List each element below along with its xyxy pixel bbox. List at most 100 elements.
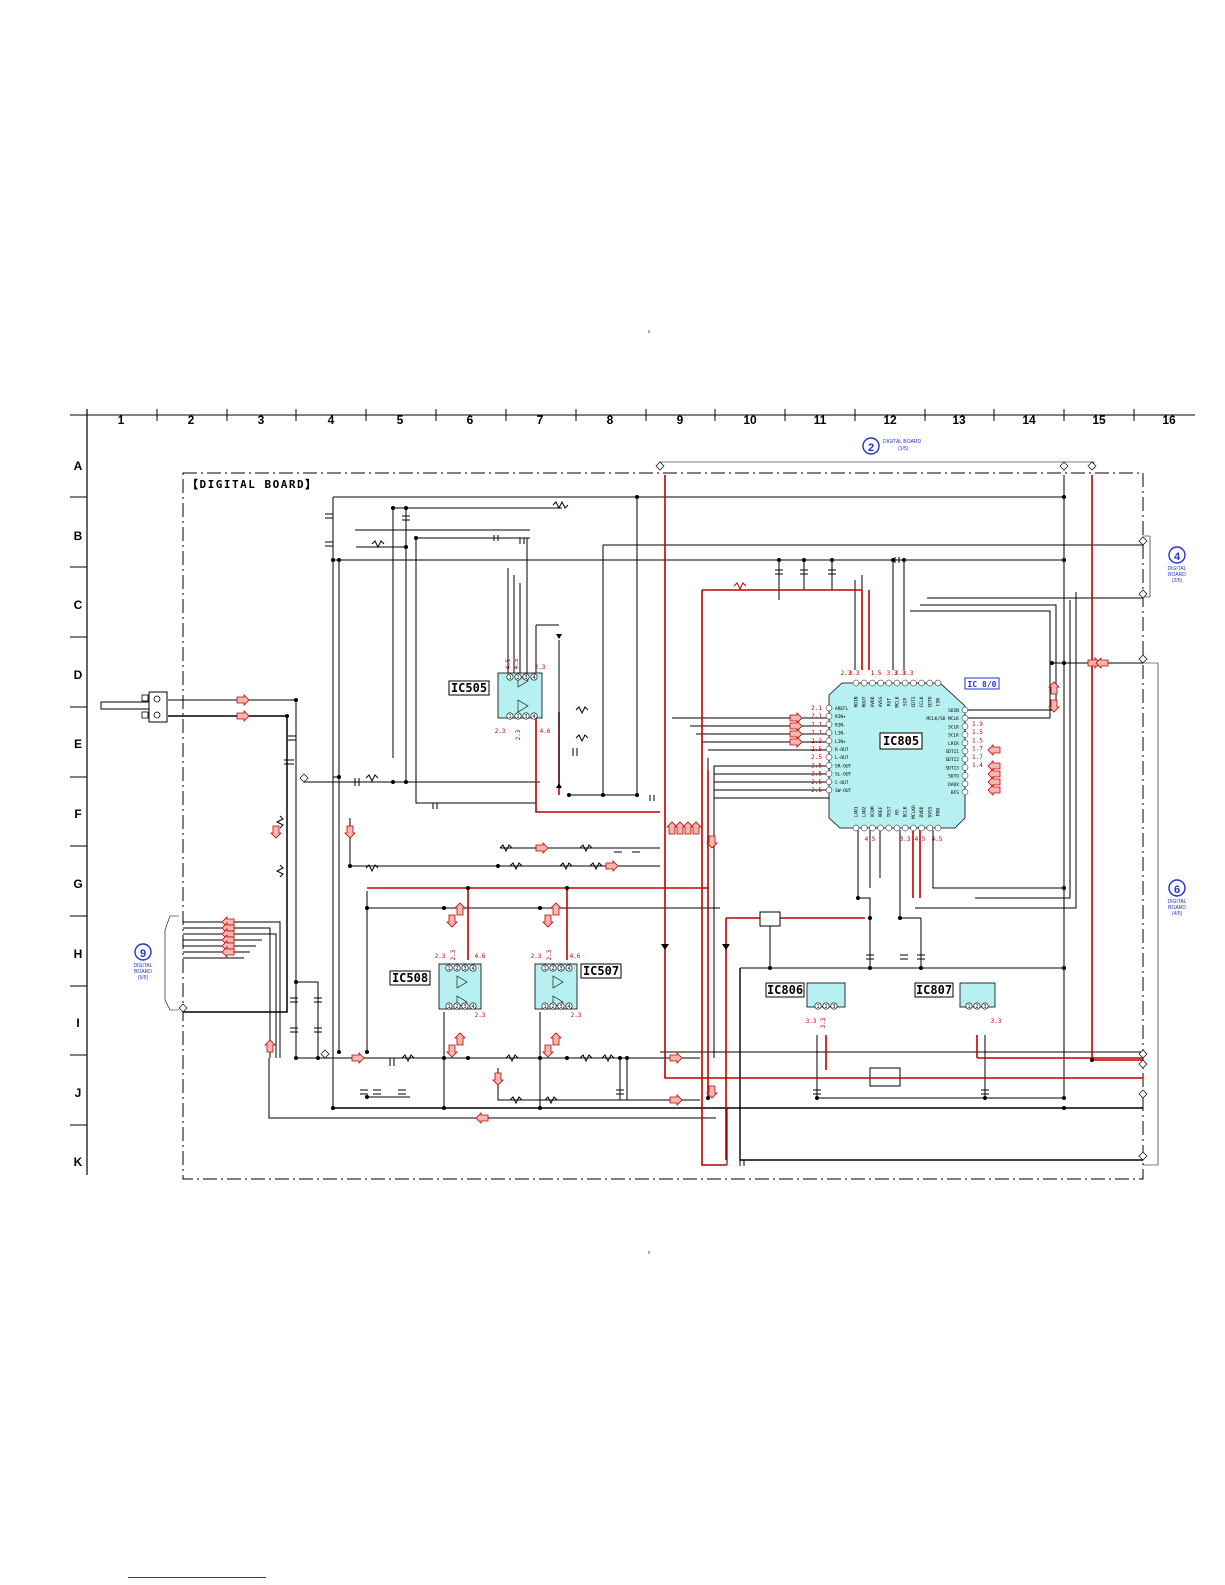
v-ic805-left-7: 2.5 <box>811 762 822 769</box>
svg-text:AVDD: AVDD <box>870 696 876 707</box>
v-ic805-right-5: 1.4 <box>972 762 983 769</box>
svg-text:L-OUT: L-OUT <box>835 755 849 761</box>
svg-text:MCLK/SD MCLK: MCLK/SD MCLK <box>926 716 959 722</box>
svg-text:4: 4 <box>532 714 535 720</box>
grid-row-K: K <box>74 1155 83 1169</box>
svg-text:1: 1 <box>508 714 511 720</box>
grid-col-6: 6 <box>467 413 474 427</box>
ic805-label: IC805 <box>883 734 919 748</box>
v-ic805-left-1: 2.1 <box>811 713 822 720</box>
svg-text:2: 2 <box>975 1004 978 1010</box>
svg-text:4: 4 <box>471 1004 474 1010</box>
grid-col-10: 10 <box>743 413 757 427</box>
connector-6-line1: DIGITAL <box>1167 899 1186 905</box>
svg-text:1: 1 <box>543 966 546 972</box>
svg-text:SR-OUT: SR-OUT <box>835 763 852 769</box>
v-ic805-top-5: 3.3 <box>903 670 914 677</box>
connector-2-line2: (1/5) <box>898 446 909 452</box>
v-ic508-top-2: 4.6 <box>475 953 486 960</box>
grid-row-A: A <box>74 459 83 473</box>
svg-text:4: 4 <box>532 675 535 681</box>
grid-row-I: I <box>76 1016 79 1030</box>
v-ic507-top-2: 4.6 <box>570 953 581 960</box>
v-ic805-bottom-3: 4.5 <box>932 836 943 843</box>
svg-text:DVSS: DVSS <box>927 806 933 817</box>
grid-col-11: 11 <box>814 413 827 427</box>
svg-text:3: 3 <box>463 1004 466 1010</box>
svg-text:3: 3 <box>983 1004 986 1010</box>
connector-6: 6 DIGITAL BOARD (4/5) <box>1167 879 1187 917</box>
junctions <box>285 495 1094 1110</box>
v-ic805-top-0: 2.3 <box>841 670 852 677</box>
grid-row-H: H <box>74 947 83 961</box>
svg-text:SDTO: SDTO <box>948 774 959 780</box>
grid-col-8: 8 <box>607 413 614 427</box>
svg-text:1: 1 <box>508 675 511 681</box>
svg-text:SDTI2: SDTI2 <box>945 757 959 763</box>
grid-row-J: J <box>75 1086 82 1100</box>
svg-text:3: 3 <box>463 966 466 972</box>
svg-text:2: 2 <box>551 966 554 972</box>
passive-components <box>275 500 989 1166</box>
svg-text:CDTO: CDTO <box>927 696 933 707</box>
black-wiring <box>168 475 1143 1165</box>
input-jack <box>100 691 168 723</box>
v-ic805-right-1: 1.5 <box>972 729 983 736</box>
svg-text:SDIN: SDIN <box>948 708 959 714</box>
ic505-label: IC505 <box>451 681 487 695</box>
v-ic507-bot-0: 2.3 <box>571 1012 582 1019</box>
grid-col-7: 7 <box>537 413 544 427</box>
svg-text:RST: RST <box>886 698 892 706</box>
svg-text:2: 2 <box>551 1004 554 1010</box>
svg-text:2: 2 <box>516 675 519 681</box>
svg-text:BCLK: BCLK <box>903 806 909 817</box>
v-ic805-right-2: 1.5 <box>972 737 983 744</box>
svg-text:DVDD: DVDD <box>919 806 925 817</box>
regulator-boxes <box>759 911 781 927</box>
svg-text:CCLK: CCLK <box>919 696 925 707</box>
svg-text:3: 3 <box>524 675 527 681</box>
svg-text:4: 4 <box>1174 551 1181 563</box>
board-outline <box>182 472 1144 1180</box>
svg-text:LAN1: LAN1 <box>854 806 860 817</box>
connector-9-line1: DIGITAL <box>133 963 152 969</box>
svg-text:RIN+: RIN+ <box>835 714 846 720</box>
v-ic805-bottom-2: 4.5 <box>915 836 926 843</box>
v-ic505-bot-0: 2.3 <box>495 728 506 735</box>
grid-col-15: 15 <box>1092 413 1106 427</box>
connector-4-line3: (2/5) <box>1172 578 1183 584</box>
connector-6-line3: (4/5) <box>1172 911 1183 917</box>
v-ic805-bottom-1: 3.3 <box>900 836 911 843</box>
grid-col-5: 5 <box>397 413 404 427</box>
v-ic805-top-1: 3.3 <box>849 670 860 677</box>
connector-4-line2: BOARD <box>1168 572 1186 578</box>
svg-text:VREF: VREF <box>878 806 884 817</box>
ic807: IC807 <box>914 982 996 1008</box>
svg-text:VCOM: VCOM <box>870 806 876 817</box>
grid-col-1: 1 <box>118 413 125 427</box>
svg-text:DAUX: DAUX <box>948 782 959 788</box>
svg-text:LIN+: LIN+ <box>835 739 846 745</box>
svg-text:RIN-: RIN- <box>835 722 846 728</box>
ic505: IC505 <box>448 672 543 719</box>
red-wiring <box>367 475 1143 1166</box>
svg-text:AVSS: AVSS <box>878 696 884 707</box>
grid-col-16: 16 <box>1162 413 1176 427</box>
svg-text:R-OUT: R-OUT <box>835 747 849 753</box>
v-ic805-right-0: 1.9 <box>972 721 983 728</box>
v-ic508-bot-0: 2.3 <box>475 1012 486 1019</box>
v-ic805-left-4: 2.3 <box>811 738 822 745</box>
svg-text:SDTI3: SDTI3 <box>945 765 959 771</box>
ic807-label: IC807 <box>916 983 952 997</box>
svg-text:2: 2 <box>516 714 519 720</box>
grid-col-3: 3 <box>258 413 265 427</box>
svg-text:PDN: PDN <box>936 808 942 816</box>
grid-col-13: 13 <box>952 413 966 427</box>
svg-text:2: 2 <box>455 966 458 972</box>
connector-9-line3: (5/5) <box>138 975 149 981</box>
grid-row-F: F <box>74 807 81 821</box>
v-ic805-left-9: 2.5 <box>811 779 822 786</box>
svg-text:2: 2 <box>824 1004 827 1010</box>
v-ic805-left-10: 2.5 <box>811 787 822 794</box>
